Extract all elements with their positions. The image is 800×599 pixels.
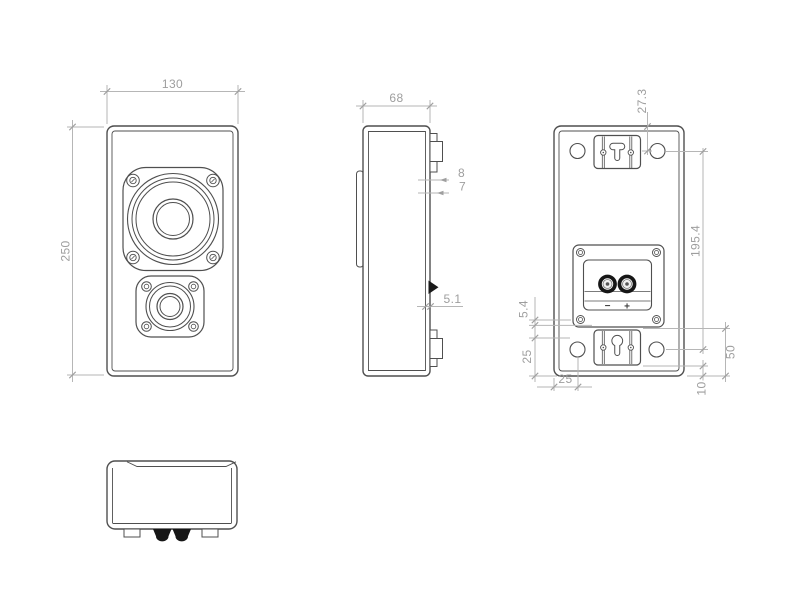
- side-view: 68 8 7 5.1: [356, 91, 466, 377]
- dim-label-plate-gap: 5.4: [517, 300, 531, 318]
- keyhole-slot-icon: [611, 334, 624, 356]
- keyhole-slot-icon: [609, 142, 626, 161]
- dim-keyhole-spacing: 195.4: [666, 147, 708, 354]
- keyhole-bracket-bottom: [593, 329, 642, 366]
- bottom-view: [106, 460, 238, 542]
- screw-icon: [600, 344, 607, 351]
- binding-post-negative: [598, 274, 617, 294]
- dim-bracket-height: 50: [643, 322, 738, 382]
- dim-side-depth: 68: [356, 91, 437, 123]
- binding-post-positive: [617, 274, 637, 294]
- dim-front-height: 250: [59, 120, 104, 382]
- front-cabinet-outline: [106, 125, 239, 377]
- tweeter: [135, 275, 205, 338]
- terminal-panel: − +: [572, 244, 665, 328]
- screw-icon: [141, 281, 152, 292]
- woofer-surround-outer: [126, 172, 220, 266]
- woofer-cone-edge: [135, 181, 211, 257]
- dim-bracket-offset-outer: 8: [418, 166, 465, 183]
- mounting-hole-bottom-left: [569, 341, 586, 358]
- side-cabinet-outline: [362, 125, 431, 377]
- terminal-screws: [576, 248, 661, 324]
- woofer-dustcap-inner: [156, 202, 190, 236]
- dim-hole-from-bottom: 25: [520, 334, 570, 380]
- mounting-hole-top-left: [569, 142, 586, 160]
- terminal-negative-label: −: [605, 301, 611, 312]
- terminal-recess: [582, 259, 653, 311]
- dim-label-depth: 68: [389, 91, 403, 105]
- dim-front-width: 130: [100, 77, 245, 124]
- screw-icon: [126, 250, 140, 265]
- binding-post-silhouette: [172, 529, 191, 542]
- screw-icon: [600, 149, 607, 156]
- woofer: [122, 166, 224, 272]
- dim-back-recess: 5.1: [417, 292, 463, 311]
- dim-label-bracket-outer: 8: [458, 166, 465, 180]
- screw-icon: [652, 248, 661, 257]
- woofer-surround-inner: [131, 177, 215, 261]
- binding-post-silhouette: [153, 529, 172, 542]
- dim-label-front-width: 130: [162, 77, 183, 91]
- bracket-tab-right: [201, 528, 219, 538]
- label-backplate: [696, 380, 710, 397]
- dim-label-front-height: 250: [59, 240, 73, 261]
- tweeter-faceplate-outer: [145, 281, 195, 332]
- tweeter-faceplate-inner: [149, 285, 191, 328]
- dim-plate-gap: 5.4: [517, 297, 592, 382]
- back-cabinet-inner-edge: [558, 130, 680, 372]
- tweeter-dome-outer: [156, 292, 184, 321]
- datum-marker-icon: [428, 280, 439, 294]
- dim-label-bracket-height: 50: [724, 345, 738, 359]
- screw-icon: [576, 315, 585, 324]
- side-cabinet-inner-edges: [368, 131, 426, 371]
- dim-hole-from-side: 25: [537, 358, 592, 391]
- woofer-screws: [126, 173, 220, 265]
- wall-bracket-top-profile: [429, 133, 443, 173]
- tweeter-frame: [135, 275, 205, 338]
- mounting-hole-bottom-right: [648, 341, 665, 358]
- front-cabinet-inner-edge: [111, 130, 234, 372]
- bottom-inner-edges: [112, 468, 232, 524]
- dim-label-bracket-inner: 7: [459, 180, 466, 194]
- woofer-dustcap-outer: [152, 198, 194, 240]
- dim-label-hole-side: 25: [558, 372, 572, 386]
- screw-icon: [627, 344, 634, 351]
- terminal-positive-label: +: [624, 302, 630, 313]
- tweeter-dome-inner: [159, 296, 181, 317]
- front-view: 130 250: [59, 77, 245, 382]
- screw-icon: [206, 250, 220, 265]
- bottom-cabinet-outline: [106, 460, 238, 530]
- front-baffle-chamfer: [126, 461, 237, 467]
- keyhole-bracket-top: [593, 134, 642, 170]
- dim-label-bracket-bottom: 10: [695, 381, 709, 395]
- tweeter-screws: [141, 281, 199, 332]
- dim-bracket-to-bottom: 10: [643, 360, 710, 397]
- back-view: − + 27.3: [517, 89, 738, 397]
- dim-label-hole-bottom: 25: [520, 349, 534, 363]
- dim-label-recess: 5.1: [444, 292, 462, 306]
- dim-keyhole-from-top: 27.3: [635, 89, 652, 155]
- screw-icon: [141, 321, 152, 332]
- screw-icon: [188, 321, 199, 332]
- dim-label-keyhole-spacing: 195.4: [689, 225, 703, 257]
- screw-icon: [126, 173, 140, 188]
- wall-bracket-bottom-profile: [429, 329, 443, 367]
- bracket-tab-left: [123, 528, 141, 538]
- arrow-left-icon: [437, 190, 444, 196]
- screw-icon: [206, 173, 220, 188]
- screw-icon: [188, 281, 199, 292]
- screw-icon: [576, 248, 585, 257]
- dim-bracket-offset-inner: 7: [418, 180, 466, 196]
- dim-label-keyhole-top: 27.3: [635, 89, 649, 114]
- arrow-left-icon: [440, 177, 447, 183]
- screw-icon: [652, 315, 661, 324]
- woofer-frame: [122, 166, 224, 272]
- screw-icon: [627, 149, 634, 156]
